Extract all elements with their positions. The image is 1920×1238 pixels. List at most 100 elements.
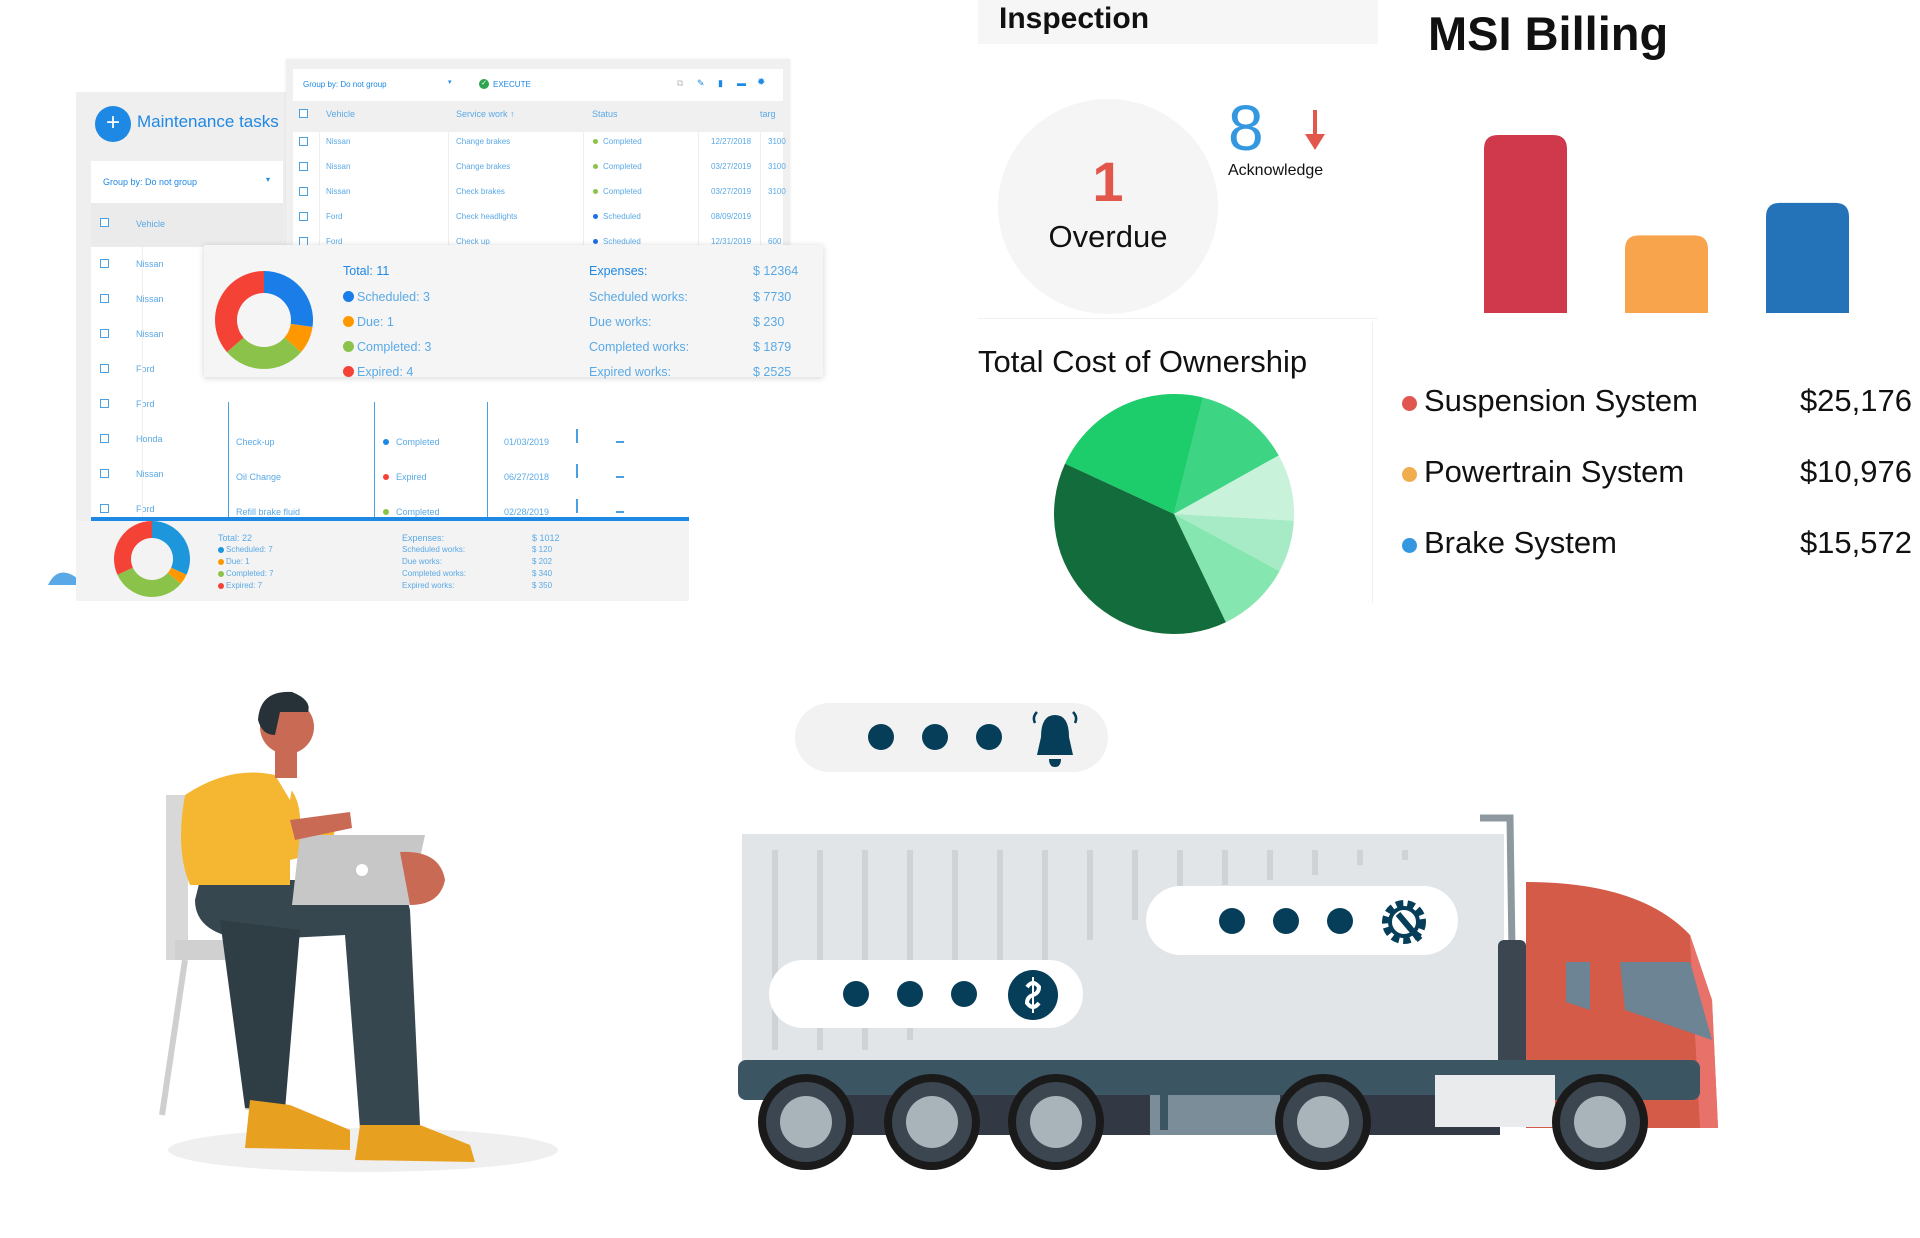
- pie-slice: [1054, 463, 1226, 634]
- row-vehicle: Honda: [136, 434, 163, 444]
- header-service-work[interactable]: Service work ↑: [456, 109, 515, 119]
- row-vehicle: Ford: [136, 364, 155, 374]
- row-checkbox[interactable]: [100, 329, 109, 338]
- acknowledge-count: 8: [1228, 92, 1264, 164]
- overdue-label: Overdue: [1048, 219, 1168, 254]
- row-vehicle: Ford: [136, 504, 155, 514]
- overdue-circle[interactable]: 1 Overdue: [998, 99, 1218, 314]
- billing-pill[interactable]: [769, 960, 1083, 1028]
- truck-wheels: [758, 1074, 1648, 1170]
- minus-icon[interactable]: [616, 441, 624, 443]
- row-checkbox[interactable]: [100, 504, 109, 513]
- popup-legend-item: Expired: 4: [343, 365, 413, 379]
- row-checkbox[interactable]: [100, 434, 109, 443]
- row-checkbox[interactable]: [100, 399, 109, 408]
- row-vehicle: Nissan: [136, 329, 164, 339]
- row-target: 600: [768, 237, 782, 246]
- row-work: Check headlights: [456, 212, 518, 221]
- bar: [1625, 235, 1708, 313]
- divider: [91, 517, 689, 521]
- legend-dot: [218, 570, 224, 577]
- row-checkbox[interactable]: [299, 187, 308, 196]
- legend-label: Suspension System: [1424, 383, 1698, 418]
- row-checkbox[interactable]: [100, 364, 109, 373]
- maintenance-pill[interactable]: [1146, 886, 1458, 955]
- legend-dot: [218, 582, 224, 589]
- legend-dot: [218, 558, 224, 565]
- copy-icon[interactable]: ⧉: [677, 78, 684, 88]
- expense-value: $ 120: [532, 545, 553, 554]
- row-work: Change brakes: [456, 137, 511, 146]
- row-vehicle: Nissan: [326, 137, 351, 146]
- summary-legend-item: Expired: 7: [218, 581, 262, 590]
- row-checkbox[interactable]: [299, 162, 308, 171]
- expense-value: $ 350: [532, 581, 553, 590]
- row-checkbox[interactable]: [100, 259, 109, 268]
- legend-label: Scheduled: 3: [357, 290, 430, 304]
- row-vehicle: Nissan: [136, 259, 164, 269]
- popup-donut: [215, 271, 313, 369]
- popup-legend-item: Scheduled: 3: [343, 290, 430, 304]
- summary-legend-item: Completed: 7: [218, 569, 274, 578]
- expense-label: Completed works:: [402, 569, 467, 578]
- row-date: 01/03/2019: [504, 437, 550, 447]
- row-target: 3100: [768, 137, 786, 146]
- row-checkbox[interactable]: [299, 137, 308, 146]
- execute-button[interactable]: EXECUTE: [493, 80, 531, 89]
- popup-legend-item: Due: 1: [343, 315, 394, 329]
- header-target[interactable]: targ: [760, 109, 776, 119]
- expense-label: Completed works:: [589, 340, 690, 354]
- select-all-checkbox[interactable]: [100, 218, 109, 227]
- row-status: Scheduled: [603, 237, 641, 246]
- pie-slice: [1065, 394, 1204, 514]
- group-by-select[interactable]: Group by: Do not group ▾: [91, 161, 283, 203]
- status-dot: [593, 139, 598, 144]
- header-status[interactable]: Status: [592, 109, 618, 119]
- tco-title: Total Cost of Ownership: [978, 344, 1308, 379]
- row-vehicle: Ford: [326, 212, 343, 221]
- header-vehicle[interactable]: Vehicle: [326, 109, 356, 119]
- edit-icon[interactable]: ✎: [697, 78, 705, 88]
- row-service-work: Oil Change: [236, 472, 282, 482]
- legend-dot: [343, 291, 354, 302]
- print-icon[interactable]: ▬: [737, 78, 746, 88]
- minus-icon[interactable]: [616, 511, 624, 513]
- expense-label: Scheduled works:: [589, 290, 688, 304]
- status-dot: [383, 439, 389, 445]
- donut-segment: [117, 567, 181, 597]
- donut-segment: [226, 337, 302, 369]
- legend-value: $25,176: [1799, 383, 1912, 418]
- minus-icon[interactable]: [616, 476, 624, 478]
- select-all-checkbox[interactable]: [299, 109, 308, 118]
- decorative-shape: [48, 572, 85, 585]
- status-dot: [383, 474, 389, 480]
- billing-title: MSI Billing: [1428, 7, 1669, 60]
- expense-value: $ 340: [532, 569, 553, 578]
- group-by-select[interactable]: Group by: Do not group: [303, 80, 387, 89]
- legend-dot: [218, 546, 224, 553]
- inspection-panel: 1 Overdue 8 Acknowledge: [978, 44, 1378, 319]
- row-checkbox[interactable]: [299, 212, 308, 221]
- person-illustration: [159, 691, 558, 1172]
- row-status: Completed: [396, 437, 440, 447]
- row-status: Completed: [603, 187, 642, 196]
- notification-pill[interactable]: [795, 703, 1108, 772]
- row-vehicle: Nissan: [136, 469, 164, 479]
- delete-icon[interactable]: ▮: [718, 78, 723, 88]
- row-service-work: Refill brake fluid: [236, 507, 301, 517]
- expense-label: Due works:: [402, 557, 443, 566]
- row-checkbox[interactable]: [100, 294, 109, 303]
- bar: [1766, 202, 1849, 313]
- row-checkbox[interactable]: [100, 469, 109, 478]
- plus-icon[interactable]: +: [95, 106, 131, 142]
- legend-label: Scheduled: 7: [226, 545, 273, 554]
- settings-icon[interactable]: ✹: [757, 77, 766, 88]
